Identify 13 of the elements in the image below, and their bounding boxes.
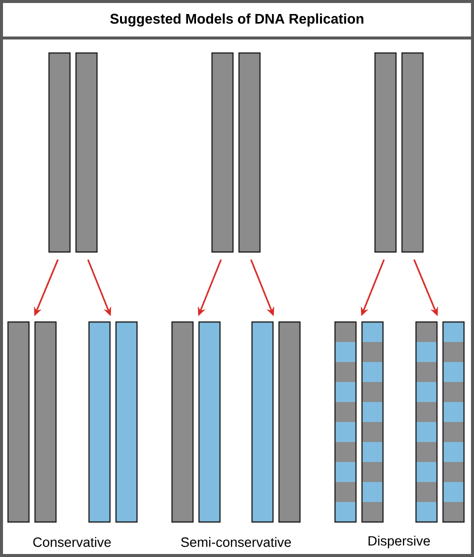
model-label: Semi-conservative: [181, 537, 291, 547]
title: Suggested Models of DNA Replication: [110, 13, 364, 27]
dna-strand-pair: [415, 321, 465, 523]
model-label: Dispersive: [368, 536, 430, 548]
dna-strand-pair: [48, 52, 98, 253]
dna-strand-pair: [374, 52, 424, 253]
dna-strand-pair: [211, 52, 261, 253]
dna-strand-pair: [334, 321, 384, 523]
model-label: Conservative: [33, 537, 111, 547]
dna-strand-pair: [251, 321, 301, 523]
dna-strand-pair: [7, 321, 57, 523]
dna-strand-pair: [88, 321, 138, 523]
dna-strand-pair: [171, 321, 221, 523]
